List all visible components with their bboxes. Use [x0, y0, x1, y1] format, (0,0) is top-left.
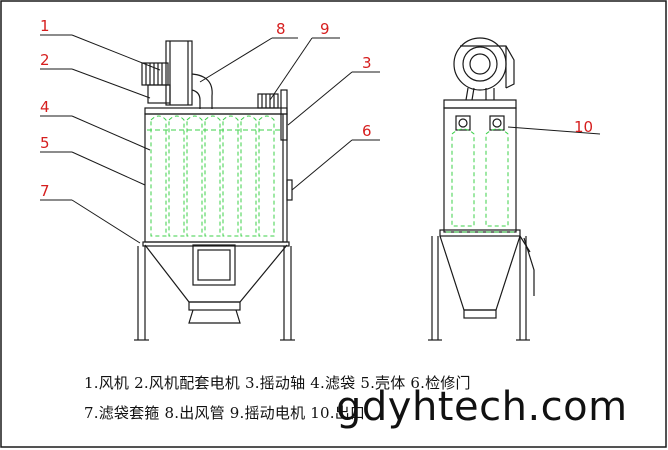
callout-leaders [40, 34, 601, 244]
callout-9: 9 [320, 20, 330, 38]
shaking-motor [257, 93, 279, 109]
callout-4: 4 [40, 98, 50, 116]
side-view [428, 37, 535, 341]
legend-line-2: 7.滤袋套箍 8.出风管 9.摇动电机 10.出口 [84, 404, 366, 422]
callout-8: 8 [276, 20, 286, 38]
access-door-front [286, 179, 293, 201]
inspection-window [192, 244, 236, 286]
legend-line-1: 1.风机 2.风机配套电机 3.摇动轴 4.滤袋 5.壳体 6.检修门 [84, 374, 471, 392]
front-view [134, 40, 295, 341]
callout-5: 5 [40, 134, 50, 152]
watermark: gdyhtech.com [336, 384, 628, 430]
callout-6: 6 [362, 122, 372, 140]
callout-2: 2 [40, 51, 50, 69]
hopper-side [439, 235, 521, 311]
callout-7: 7 [40, 182, 50, 200]
filter-bags-side [451, 128, 509, 227]
filter-bags-front [150, 115, 275, 237]
outlet-duct [191, 73, 213, 109]
outlet-2 [489, 115, 505, 131]
housing-side [443, 107, 517, 233]
callout-3: 3 [362, 54, 372, 72]
outlet-1 [455, 115, 471, 131]
callout-10: 10 [574, 118, 593, 136]
top-plate [144, 107, 288, 115]
hopper-front [144, 244, 288, 303]
callout-1: 1 [40, 17, 50, 35]
